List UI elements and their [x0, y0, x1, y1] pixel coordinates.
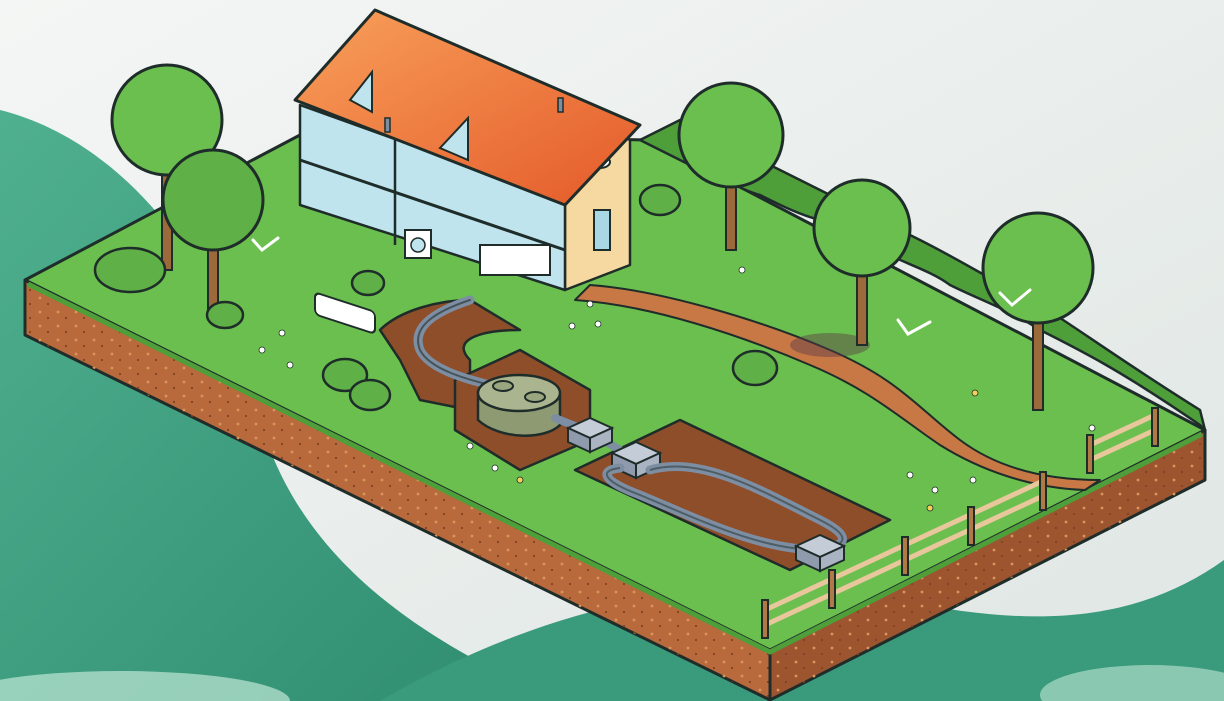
- tank-lid-2: [525, 392, 545, 402]
- septic-tank: [478, 375, 560, 436]
- vent-pipe-2: [558, 98, 563, 112]
- bush-5: [352, 271, 384, 295]
- kitchen-counter: [480, 245, 550, 275]
- washing-machine-door: [411, 238, 425, 252]
- bush-1: [95, 248, 165, 292]
- vent-pipe-1: [385, 118, 390, 132]
- house-door: [594, 210, 610, 250]
- bush-7: [640, 185, 680, 215]
- bush-4: [350, 380, 390, 410]
- bush-2: [207, 302, 243, 328]
- bush-6: [733, 351, 777, 385]
- tank-lid-1: [493, 381, 513, 391]
